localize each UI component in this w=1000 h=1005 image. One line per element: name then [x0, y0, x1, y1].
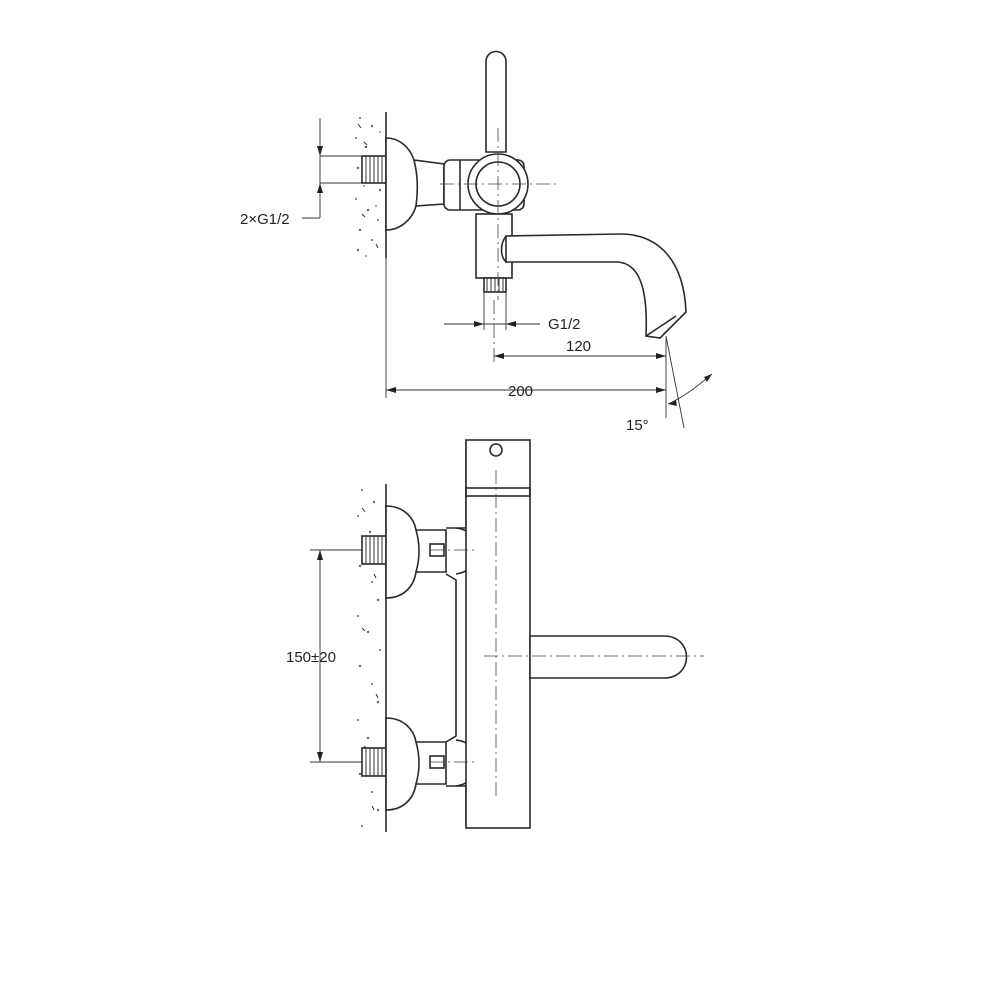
dim-overall-projection: 200 [386, 338, 667, 418]
outlet-thread-label: G1/2 [548, 316, 581, 333]
side-view: 2×G1/2 G1/2 120 200 [240, 50, 713, 434]
upper-inlet-front [361, 505, 478, 599]
inlet-spacing-label: 150±20 [286, 649, 336, 666]
dim-spout-angle: 15° [626, 335, 713, 434]
spout-projection-label: 120 [566, 338, 591, 355]
spout-front [529, 635, 688, 679]
overall-projection-label: 200 [508, 383, 533, 400]
main-body-front [465, 439, 531, 829]
front-view: 150±20 [286, 439, 704, 832]
dim-inlet-spacing: 150±20 [286, 549, 362, 763]
lower-inlet-front [361, 717, 478, 811]
wall-side [355, 112, 387, 258]
lever-handle-side [485, 50, 507, 153]
inlet-nipple-side [361, 155, 387, 184]
dim-inlet-thread: 2×G1/2 [240, 118, 362, 228]
inlet-thread-label: 2×G1/2 [240, 211, 290, 228]
spout-angle-label: 15° [626, 417, 649, 434]
wall-flange-side [385, 137, 445, 231]
spout-side [500, 233, 687, 339]
dim-spout-projection: 120 [494, 338, 666, 359]
dim-outlet-thread: G1/2 [444, 292, 581, 333]
